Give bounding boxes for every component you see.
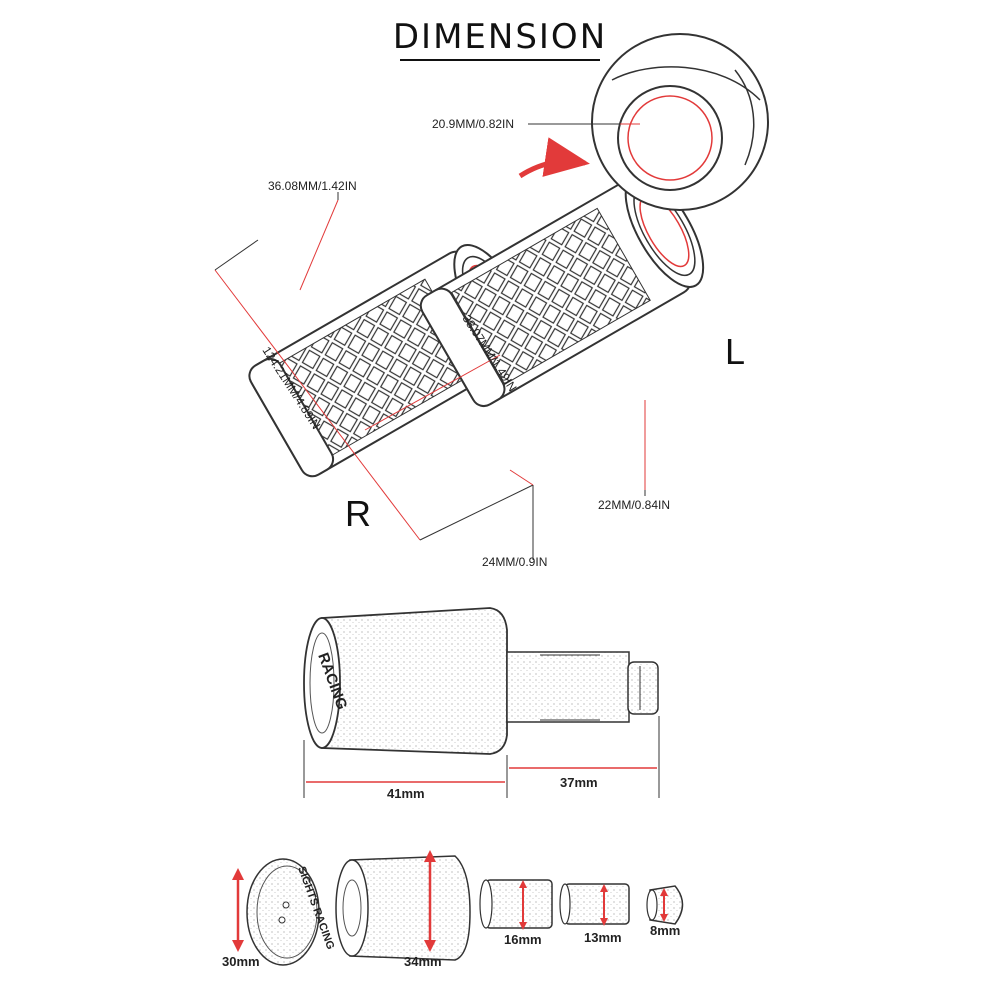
dim-cap-length: 41mm bbox=[387, 786, 425, 801]
dim-insert-length: 37mm bbox=[560, 775, 598, 790]
dim-detail-inner: 20.9MM/0.82IN bbox=[432, 117, 514, 131]
parts-dimension-arrows bbox=[232, 850, 668, 952]
dim-nut: 8mm bbox=[650, 923, 680, 938]
bar-end-dimension-lines bbox=[303, 716, 660, 798]
grip-dimension-lines bbox=[214, 123, 646, 560]
dim-sleeve-13: 13mm bbox=[584, 930, 622, 945]
detail-arrow bbox=[518, 137, 590, 179]
parts-row bbox=[246, 855, 684, 966]
dim-sleeve-16: 16mm bbox=[504, 932, 542, 947]
page-title: DIMENSION bbox=[393, 17, 607, 57]
bar-end-assembly bbox=[303, 607, 659, 755]
detail-view bbox=[591, 33, 769, 211]
dim-plate: 30mm bbox=[222, 954, 260, 969]
left-grip bbox=[419, 173, 705, 408]
dim-left-inner: 22MM/0.84IN bbox=[598, 498, 670, 512]
left-grip-label: L bbox=[725, 331, 745, 372]
dim-end-outer: 24MM/0.9IN bbox=[482, 555, 547, 569]
dim-top-diameter: 36.08MM/1.42IN bbox=[268, 179, 357, 193]
right-grip-label: R bbox=[345, 493, 371, 534]
dim-body: 34mm bbox=[404, 954, 442, 969]
